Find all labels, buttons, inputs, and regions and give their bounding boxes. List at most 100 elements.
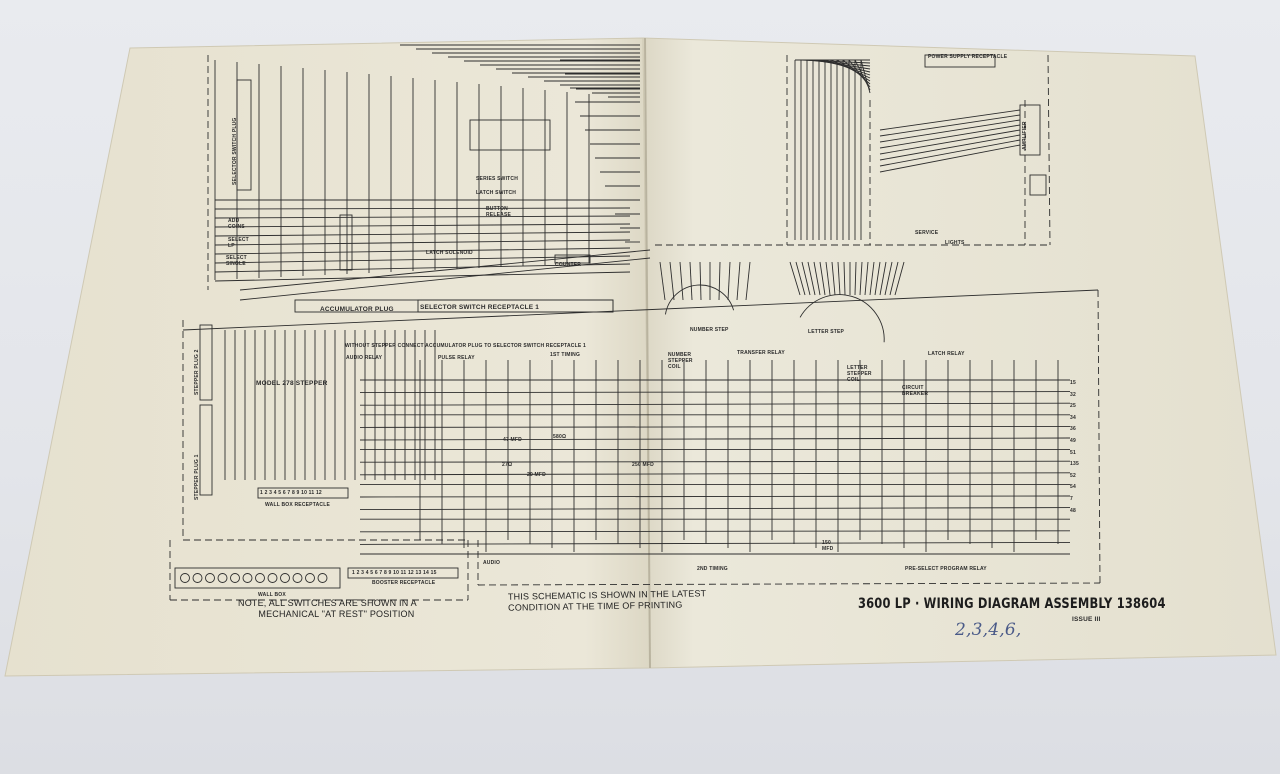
label-without-stepper: WITHOUT STEPPER CONNECT ACCUMULATOR PLUG… [345, 343, 586, 349]
wire [884, 261, 893, 296]
wire [831, 261, 836, 296]
label-button-release: BUTTON RELEASE [486, 206, 512, 218]
center-fold [644, 37, 651, 669]
label-power-supply-receptacle: POWER SUPPLY RECEPTACLE [928, 54, 1008, 60]
label-audio: AUDIO [483, 560, 501, 566]
wire [214, 271, 631, 282]
label-model-stepper: MODEL 278 STEPPER [256, 380, 328, 387]
wire [879, 114, 1021, 137]
relay-block [339, 214, 353, 271]
wire [801, 261, 811, 296]
wire [359, 472, 1071, 476]
wire [679, 261, 684, 301]
stepper-plug-2 [199, 324, 213, 401]
wire [879, 139, 1021, 167]
wire [819, 261, 826, 296]
wire [699, 261, 702, 301]
wire-number: 25 [1070, 403, 1076, 410]
label-wall-box-numbers: 1 2 3 4 5 6 7 8 9 10 11 12 [260, 490, 322, 496]
selector-switch-receptacle [417, 299, 614, 313]
wire [854, 261, 857, 296]
schematic-linework [169, 44, 1101, 601]
label-stepper-plug-1: STEPPER PLUG 1 [194, 454, 200, 500]
wire [718, 261, 721, 301]
label-cap-20: 20 MFD [527, 472, 546, 478]
handwritten-note: 2,3,4,6, [955, 620, 1022, 640]
label-cap-150: 150 MFD [822, 540, 834, 552]
label-cap-47: 47 MFD [503, 437, 522, 443]
label-latch-switch: LATCH SWITCH [476, 190, 517, 196]
wire [874, 261, 881, 296]
note-switches-line-2: MECHANICAL "AT REST" POSITION [258, 609, 415, 619]
wire [825, 261, 831, 296]
border [477, 582, 1101, 586]
label-transfer-relay: TRANSFER RELAY [737, 350, 785, 356]
wire-number: 52 [1070, 472, 1076, 479]
note-switches-line-1: NOTE, ALL SWITCHES ARE SHOWN IN A [238, 598, 417, 608]
latch-delay [1029, 174, 1047, 196]
wire [879, 109, 1021, 131]
wire [359, 402, 1071, 406]
terminal-screw-icon [305, 573, 315, 583]
label-booster-receptacle: BOOSTER RECEPTACLE [372, 580, 436, 586]
wire [689, 261, 693, 301]
terminal-screw-icon [230, 573, 240, 583]
label-wall-box: WALL BOX [258, 592, 286, 598]
wire [214, 215, 631, 219]
wire [879, 129, 1021, 155]
label-selector-switch-plug: SELECTOR SWITCH PLUG [232, 117, 238, 185]
label-amplifier: AMPLIFIER [1022, 121, 1028, 150]
wire [864, 261, 869, 296]
label-letter-step: LETTER STEP [808, 329, 845, 335]
wire [239, 257, 651, 301]
label-series-switch: SERIES SWITCH [476, 176, 519, 182]
wire [359, 391, 1071, 394]
wire-number: 135 [1070, 461, 1079, 468]
label-select-single: SELECT SINGLE [226, 255, 247, 267]
terminal-screw-icon [205, 573, 215, 583]
label-second-timing: 2ND TIMING [697, 566, 728, 572]
label-add-coins: ADD COINS [228, 218, 245, 230]
terminal-screw-icon [280, 573, 290, 583]
wire [669, 261, 675, 301]
wall-box-terminal-strip [174, 567, 341, 589]
wire [813, 261, 821, 296]
label-audio-relay: AUDIO RELAY [346, 355, 383, 361]
label-number-step: NUMBER STEP [690, 327, 729, 333]
terminal-screw-icon [242, 573, 253, 583]
label-wall-box-receptacle: WALL BOX RECEPTACLE [265, 502, 331, 508]
wire [727, 261, 731, 301]
wire [789, 261, 801, 296]
wire-number: 34 [1070, 414, 1076, 421]
wall-box-receptacle [257, 487, 349, 499]
label-letter-stepper-coil: LETTER STEPPER COIL [847, 365, 872, 383]
wire [214, 223, 631, 228]
border [1097, 289, 1101, 584]
label-circuit-breaker: CIRCUIT BREAKER [902, 385, 929, 397]
note-switches: NOTE, ALL SWITCHES ARE SHOWN IN A MECHAN… [238, 598, 417, 620]
wire [214, 231, 631, 237]
label-service: SERVICE [915, 230, 939, 236]
wire-number: 49 [1070, 438, 1076, 444]
terminal-screw-icon [267, 573, 278, 583]
switch-block [469, 119, 551, 151]
wire-number: 15 [1070, 380, 1076, 386]
wire-number: 51 [1070, 449, 1076, 456]
terminal-screw-icon [317, 573, 328, 583]
note-schematic: THIS SCHEMATIC IS SHOWN IN THE LATEST CO… [508, 588, 707, 613]
wire [836, 59, 871, 82]
terminal-screw-icon [292, 573, 303, 583]
wire [359, 507, 1071, 511]
wire [859, 261, 863, 296]
label-stepper-plug-2: STEPPER PLUG 2 [194, 349, 200, 395]
main-bus [182, 289, 1099, 331]
wire [359, 541, 1071, 545]
label-res-580: 580Ω [553, 434, 567, 440]
label-counter: COUNTER [555, 262, 582, 268]
terminal-screw-icon [192, 573, 203, 583]
wire [889, 261, 899, 296]
wire [879, 134, 1021, 161]
wire-number: 36 [1070, 426, 1076, 433]
wire-number: 32 [1070, 391, 1076, 398]
